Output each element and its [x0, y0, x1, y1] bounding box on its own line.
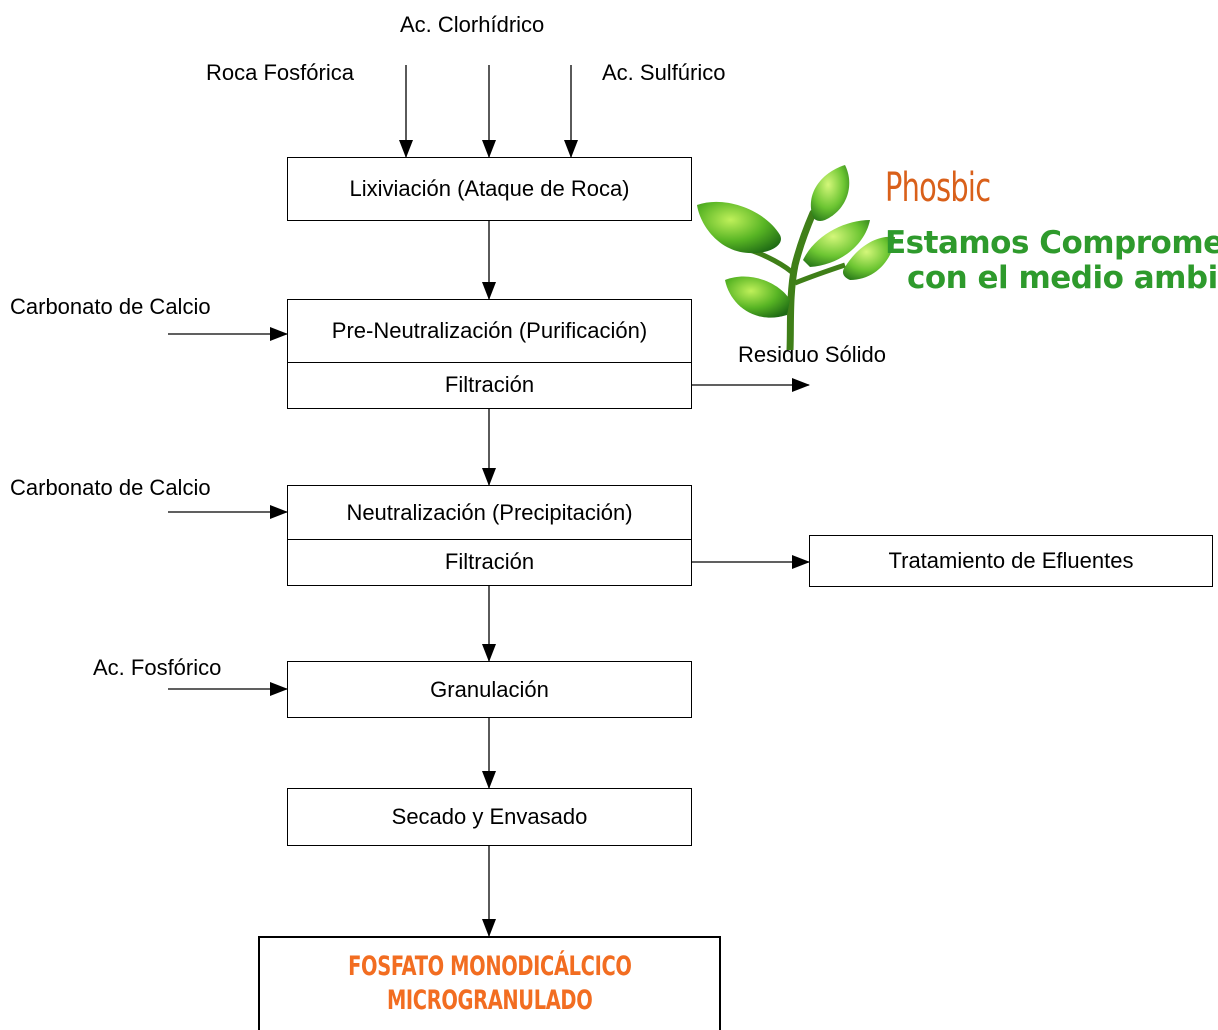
output-residuo-label: Residuo Sólido	[738, 342, 886, 367]
logo-tagline-1: Estamos Comprometi	[885, 225, 1218, 261]
step-neutralizacion-group: Neutralización (Precipitación) Filtració…	[287, 485, 692, 586]
input-sulfurico-label: Ac. Sulfúrico	[602, 60, 726, 85]
step-secado: Secado y Envasado	[287, 788, 692, 846]
step-filtracion-2: Filtración	[288, 539, 691, 585]
step-granulacion: Granulación	[287, 661, 692, 718]
step-neutralizacion-label: Neutralización (Precipitación)	[346, 499, 633, 525]
output-efluentes-label: Tratamiento de Efluentes	[888, 548, 1134, 573]
step-preneutralizacion-label: Pre-Neutralización (Purificación)	[331, 318, 648, 343]
plant-sprout-icon	[697, 165, 895, 350]
step-preneutralizacion-group: Pre-Neutralización (Purificación) Filtra…	[287, 299, 692, 409]
product-line2: MICROGRANULADO	[386, 985, 593, 1016]
step-granulacion-label: Granulación	[430, 676, 549, 702]
step-preneutralizacion: Pre-Neutralización (Purificación)	[288, 300, 691, 363]
step-filtracion-1: Filtración	[288, 362, 691, 408]
input-carbonato-1-label: Carbonato de Calcio	[10, 294, 211, 319]
step-filtracion-1-label: Filtración	[444, 372, 535, 397]
step-lixiviacion-label: Lixiviación (Ataque de Roca)	[349, 176, 630, 201]
final-product: FOSFATO MONODICÁLCICO MICROGRANULADO	[258, 936, 721, 1030]
phosbic-logo: Phosbic Estamos Comprometi con el medio …	[695, 165, 1218, 350]
input-carbonato-2-label: Carbonato de Calcio	[10, 475, 211, 500]
input-fosforico-label: Ac. Fosfórico	[93, 655, 222, 680]
step-filtracion-2-label: Filtración	[444, 549, 535, 574]
step-secado-label: Secado y Envasado	[391, 804, 588, 829]
step-neutralizacion: Neutralización (Precipitación)	[288, 486, 691, 540]
input-roca-label: Roca Fosfórica	[206, 60, 354, 85]
input-clorhidrico-label: Ac. Clorhídrico	[400, 12, 545, 37]
logo-tagline-2: con el medio ambien	[907, 260, 1218, 296]
output-efluentes: Tratamiento de Efluentes	[809, 535, 1213, 587]
step-lixiviacion: Lixiviación (Ataque de Roca)	[287, 157, 692, 221]
product-line1: FOSFATO MONODICÁLCICO	[347, 951, 632, 983]
logo-brand: Phosbic	[885, 165, 991, 211]
